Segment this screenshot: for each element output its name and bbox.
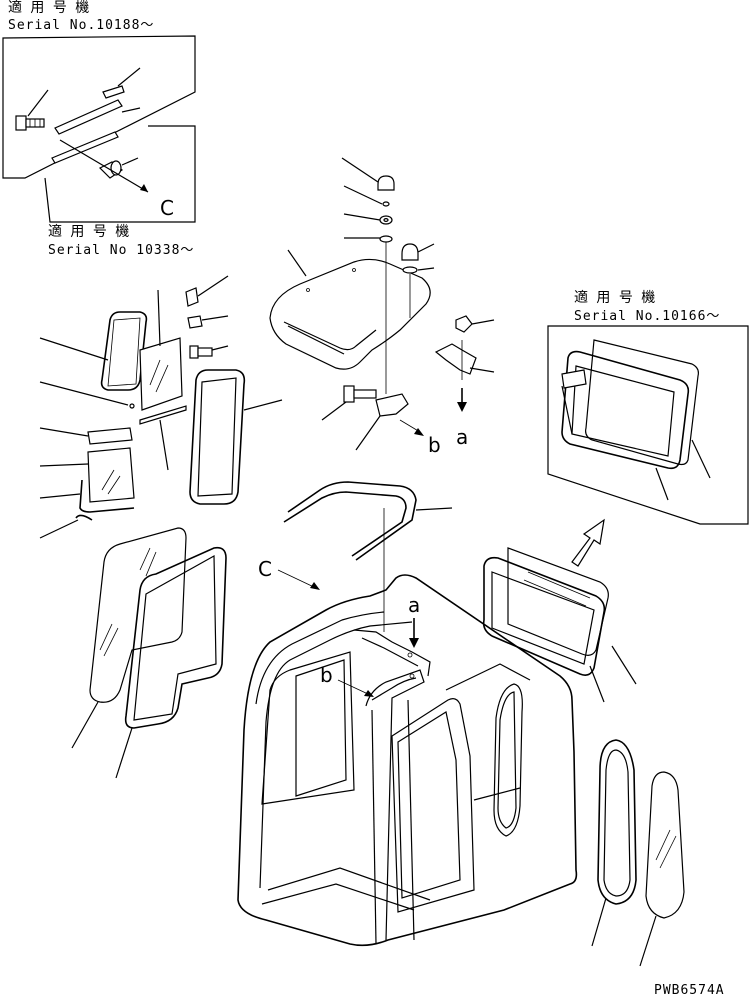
callout-a-mid-group: a xyxy=(408,593,420,648)
door-glass-parts xyxy=(71,527,227,779)
arrow-to-inset xyxy=(571,518,605,567)
inset-10188-frame xyxy=(2,35,196,179)
side-window-parts xyxy=(591,739,685,967)
inset-serial-10188: 適 用 号 機 Serial No.10188～ xyxy=(2,0,196,223)
callout-a-mid: a xyxy=(408,593,420,617)
inset-sub-frame xyxy=(44,125,196,223)
latch-part: b xyxy=(321,385,441,457)
bolt-part xyxy=(15,89,49,131)
hatch-hardware: a xyxy=(341,157,495,449)
roof-frame-part xyxy=(283,481,453,632)
inset-10188-jp-label: 適 用 号 機 xyxy=(8,0,89,16)
callout-a-top: a xyxy=(456,425,468,449)
inset-serial-10338: 適 用 号 機 Serial No 10338～ xyxy=(48,223,194,258)
callout-b-mid: b xyxy=(320,663,333,687)
callout-c-mid: C xyxy=(258,557,272,581)
callout-c-top: C xyxy=(160,196,174,220)
callout-b-mid-group: b xyxy=(320,663,374,697)
inset-serial-10166: 適 用 号 機 Serial No.10166～ xyxy=(547,289,749,525)
seal-strip-part xyxy=(51,67,141,164)
drawing-code: PWB6574A xyxy=(654,983,725,998)
left-window-parts xyxy=(39,275,283,539)
rear-window-parts xyxy=(482,547,637,703)
callout-b-top: b xyxy=(428,433,441,457)
inset-10338-serial: Serial No 10338～ xyxy=(48,243,194,258)
callout-c-arrow: C xyxy=(258,557,320,590)
spacer-part xyxy=(59,139,149,193)
inset-10166-jp-label: 適 用 号 機 xyxy=(574,289,655,306)
inset-10338-jp-label: 適 用 号 機 xyxy=(48,223,129,240)
cab-body xyxy=(237,574,578,947)
inset-10188-serial: Serial No.10188～ xyxy=(8,18,154,33)
roof-hatch-part xyxy=(269,249,431,370)
inset-10166-serial: Serial No.10166～ xyxy=(574,309,720,324)
